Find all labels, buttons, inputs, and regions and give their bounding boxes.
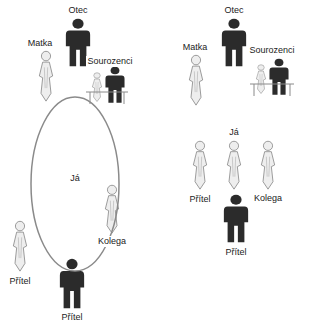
node-text: Já [70,173,80,184]
person-label: Sourozenci [248,45,295,56]
person-label: Otec [67,5,88,16]
person-label: Přítel [224,247,247,258]
person-label: Matka [182,42,209,53]
person-label: Přítel [8,276,31,287]
person-label: Sourozenci [86,56,133,67]
person-label: Přítel [60,312,83,323]
person-label: Já [228,127,240,138]
person-label: Kolega [253,193,283,204]
person-label: Kolega [97,236,127,247]
person-label: Otec [223,5,244,16]
person-label: Přítel [188,194,211,205]
person-label: Matka [27,38,54,49]
